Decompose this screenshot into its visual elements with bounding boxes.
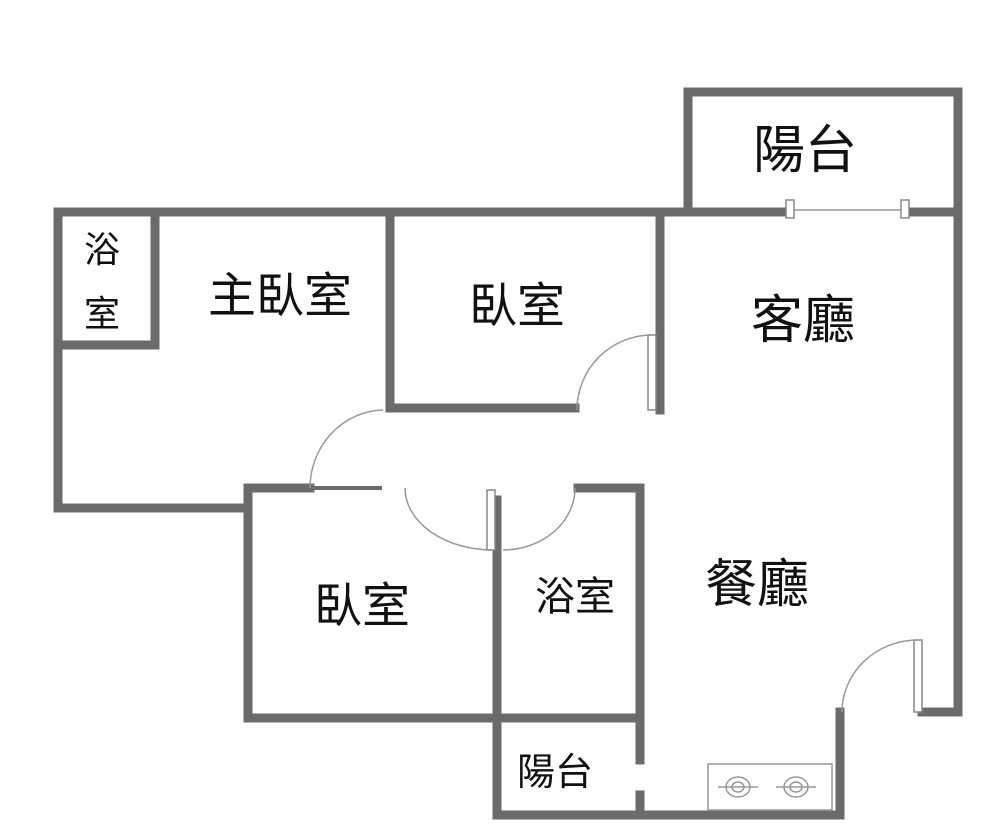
label-bedroom-upper: 臥室 bbox=[469, 278, 565, 334]
label-bath-small-1: 浴 bbox=[84, 230, 120, 271]
stove-icon bbox=[707, 763, 833, 811]
window bbox=[785, 199, 910, 219]
walls bbox=[53, 87, 963, 820]
label-bath-small-2: 室 bbox=[84, 294, 120, 335]
label-balcony-bottom: 陽台 bbox=[517, 750, 593, 794]
label-bedroom-lower: 臥室 bbox=[314, 578, 410, 634]
room-labels: 陽台 浴 室 主臥室 臥室 客廳 臥室 浴室 餐廳 陽台 bbox=[84, 121, 857, 794]
doors bbox=[309, 334, 923, 713]
label-balcony-top: 陽台 bbox=[753, 121, 857, 181]
label-bathroom: 浴室 bbox=[535, 574, 615, 620]
label-living-room: 客廳 bbox=[751, 291, 855, 351]
label-master-bedroom: 主臥室 bbox=[208, 268, 352, 324]
label-dining-room: 餐廳 bbox=[705, 555, 809, 615]
